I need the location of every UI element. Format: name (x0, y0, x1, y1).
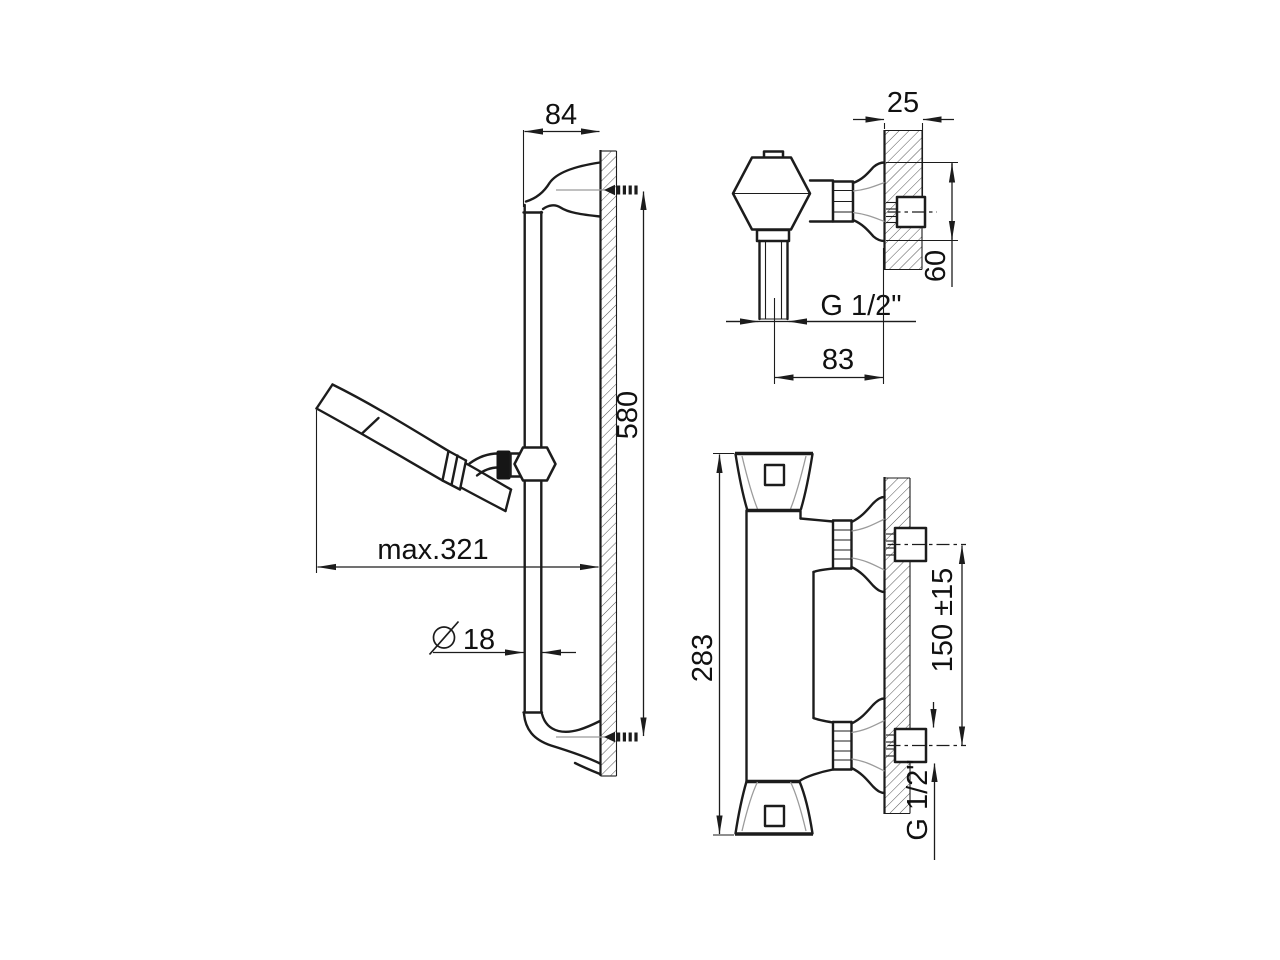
dimension-thread-top: G 1/2" (726, 290, 916, 325)
holder-neck-and-rosette (808, 161, 886, 243)
body-square-detail-bottom (763, 804, 786, 828)
holder-hex-nut (513, 446, 557, 482)
dim-label-83: 83 (822, 344, 854, 376)
top-right-view-wall-union: 25 60 G 1/2" 83 (726, 87, 958, 384)
upper-wall-connection (831, 495, 886, 594)
dim-label-g12-top: G 1/2" (820, 290, 901, 322)
holder-lock-ring (496, 450, 511, 480)
wall-fitting-square (886, 195, 937, 229)
wall-screw-top-icon (604, 184, 640, 196)
wall-screw-bottom-icon (604, 731, 640, 743)
outlet-down-tube (755, 228, 791, 321)
body-square-detail-top (763, 463, 786, 487)
dimension-body-height: 283 (687, 452, 734, 836)
dimension-max-reach: max.321 (315, 410, 599, 573)
dimension-connection-spacing: 150 ±15 (927, 545, 966, 746)
dim-label-84: 84 (545, 99, 577, 131)
dimension-rail-width: 84 (522, 99, 600, 207)
rail-bottom-mount (522, 712, 606, 776)
dimension-rail-height: 580 (612, 191, 647, 737)
lower-wall-connection (831, 697, 886, 795)
diameter-symbol (432, 626, 456, 649)
dimension-rail-diameter: 18 (428, 620, 576, 656)
dim-label-g12-bottom: G 1/2" (902, 759, 934, 840)
mixer-body (734, 451, 835, 836)
dimension-wall-depth: 25 (853, 87, 954, 196)
holder-hex-knob (731, 150, 812, 231)
dim-label-max321: max.321 (377, 534, 488, 566)
dim-label-283: 283 (687, 634, 719, 682)
dimension-wall-distance: 83 (773, 248, 885, 384)
dim-label-580: 580 (612, 391, 644, 439)
wall-hatch-left (599, 150, 618, 777)
dim-label-150: 150 ±15 (927, 568, 959, 673)
dim-label-60: 60 (920, 250, 952, 282)
dim-label-18: 18 (463, 624, 495, 656)
dimension-thread-bottom: G 1/2" (902, 702, 938, 860)
rail-top-mount (524, 161, 606, 218)
inlet-fitting-upper (886, 526, 966, 563)
inlet-fitting-lower (886, 727, 966, 764)
dimension-rosette-height: 60 (886, 161, 958, 287)
bottom-right-view-mixer: 283 150 ±15 G 1/2" (687, 451, 966, 860)
dim-label-25: 25 (887, 87, 919, 119)
left-view-shower-rail: 84 580 max.321 18 (315, 99, 647, 777)
hand-shower (315, 383, 557, 513)
